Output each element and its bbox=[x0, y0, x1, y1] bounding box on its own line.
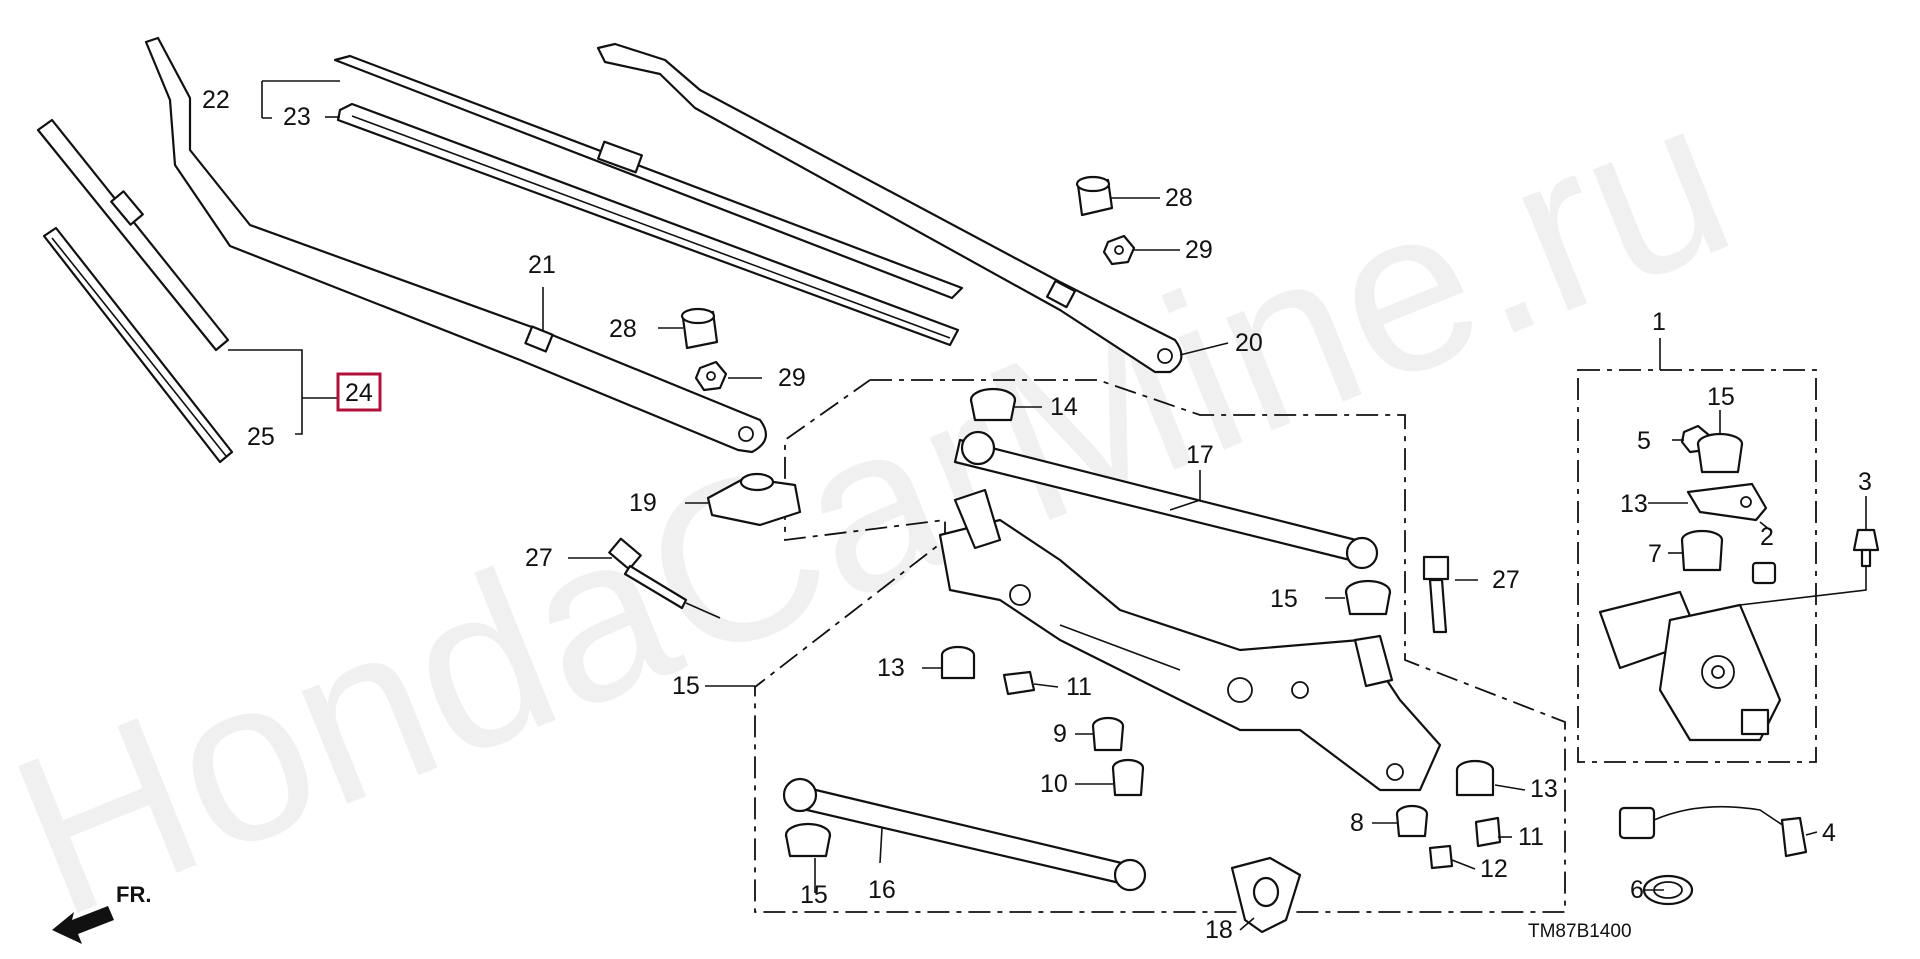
callout-16[interactable]: 15 bbox=[672, 672, 700, 700]
grommet-bolt-right[interactable] bbox=[1474, 816, 1502, 848]
callout-13-right[interactable]: 13 bbox=[1530, 775, 1558, 803]
callout-1[interactable]: 1 bbox=[1652, 308, 1666, 336]
callout-4[interactable]: 4 bbox=[1822, 819, 1836, 847]
callout-11-right[interactable]: 11 bbox=[1518, 823, 1544, 851]
callout-15-top[interactable]: 14 bbox=[1050, 393, 1078, 421]
callout-12[interactable]: 12 bbox=[1480, 855, 1508, 883]
wire-harness[interactable] bbox=[1618, 805, 1808, 858]
arm-nut-upper[interactable] bbox=[1102, 234, 1136, 266]
lower-link-rod[interactable] bbox=[782, 777, 1147, 892]
wiper-motor[interactable] bbox=[1598, 590, 1782, 742]
passenger-wiper-arm[interactable] bbox=[596, 42, 1183, 374]
callout-7[interactable]: 7 bbox=[1648, 540, 1662, 568]
callout-23[interactable]: 22 bbox=[202, 86, 230, 114]
callout-15-bottom[interactable]: 15 bbox=[800, 881, 828, 909]
callout-15-middle[interactable]: 15 bbox=[1270, 585, 1298, 613]
callout-29-upper[interactable]: 29 bbox=[1185, 236, 1213, 264]
grommet-bolt-left[interactable] bbox=[1002, 670, 1036, 696]
callout-28-upper[interactable]: 28 bbox=[1165, 184, 1193, 212]
driver-wiper-arm[interactable] bbox=[144, 36, 768, 454]
drawing-code: TM87B1400 bbox=[1528, 921, 1632, 942]
callout-14[interactable]: 13 bbox=[1620, 490, 1648, 518]
callout-21[interactable]: 20 bbox=[1235, 329, 1263, 357]
driver-wiper-blade[interactable] bbox=[36, 118, 234, 464]
rubber-mount-left[interactable] bbox=[940, 645, 976, 680]
arm-nut-lower[interactable] bbox=[694, 360, 728, 392]
motor-screw[interactable] bbox=[1852, 528, 1880, 568]
motor-bracket[interactable] bbox=[1686, 482, 1768, 522]
callout-15-motor[interactable]: 15 bbox=[1707, 383, 1735, 411]
highlight-box-25 bbox=[336, 372, 382, 412]
pivot-bracket[interactable] bbox=[1230, 856, 1302, 934]
small-bolt[interactable] bbox=[1428, 844, 1454, 870]
callout-19[interactable]: 18 bbox=[1205, 916, 1233, 944]
callout-25[interactable]: 24 bbox=[345, 379, 373, 407]
callout-27-left[interactable]: 27 bbox=[525, 544, 553, 572]
spacer-collar-9[interactable] bbox=[1091, 716, 1125, 752]
front-direction-arrow: FR. bbox=[52, 882, 151, 944]
callout-13-left[interactable]: 13 bbox=[877, 654, 905, 682]
callout-27-right[interactable]: 27 bbox=[1492, 566, 1520, 594]
callout-6[interactable]: 6 bbox=[1630, 876, 1644, 904]
callout-18[interactable]: 17 bbox=[1186, 441, 1214, 469]
callout-28-lower[interactable]: 28 bbox=[609, 315, 637, 343]
flange-bolt-left[interactable] bbox=[608, 537, 688, 610]
linkage-assembly-outline bbox=[754, 379, 1566, 913]
callout-3[interactable]: 3 bbox=[1858, 468, 1872, 496]
callout-22[interactable]: 21 bbox=[528, 251, 556, 279]
front-direction-label: FR. bbox=[116, 882, 151, 907]
bushing-bottom[interactable] bbox=[784, 822, 832, 858]
callout-17[interactable]: 16 bbox=[868, 876, 896, 904]
callout-29-lower[interactable]: 29 bbox=[778, 364, 806, 392]
wiper-linkage-frame[interactable] bbox=[938, 488, 1442, 792]
rubber-mount-right[interactable] bbox=[1455, 759, 1495, 797]
motor-cap[interactable] bbox=[1751, 561, 1777, 585]
motor-grommet-upper[interactable] bbox=[1696, 432, 1744, 474]
flange-bolt-right[interactable] bbox=[1422, 555, 1450, 634]
callout-26[interactable]: 25 bbox=[247, 423, 275, 451]
spacer-collar-10[interactable] bbox=[1111, 758, 1145, 797]
arm-cap-upper[interactable] bbox=[1075, 175, 1114, 217]
callout-2[interactable]: 2 bbox=[1760, 523, 1774, 551]
arm-cap-lower[interactable] bbox=[680, 307, 719, 350]
callout-11-left[interactable]: 11 bbox=[1066, 673, 1092, 701]
upper-link-rod[interactable] bbox=[953, 430, 1379, 570]
bushing-top[interactable] bbox=[969, 387, 1017, 422]
passenger-wiper-blade[interactable] bbox=[333, 54, 964, 347]
callout-20[interactable]: 19 bbox=[629, 489, 657, 517]
callout-9[interactable]: 9 bbox=[1053, 720, 1067, 748]
callout-10[interactable]: 10 bbox=[1040, 770, 1068, 798]
bushing-middle[interactable] bbox=[1344, 579, 1392, 616]
callout-5[interactable]: 5 bbox=[1637, 427, 1651, 455]
motor-collar[interactable] bbox=[1680, 529, 1724, 572]
callout-24[interactable]: 23 bbox=[283, 103, 311, 131]
motor-assembly-outline bbox=[1577, 369, 1817, 763]
spacer-collar-8[interactable] bbox=[1395, 804, 1429, 838]
pivot-cap[interactable] bbox=[706, 472, 802, 527]
leader-lines bbox=[228, 80, 1867, 931]
callout-8[interactable]: 8 bbox=[1350, 809, 1364, 837]
